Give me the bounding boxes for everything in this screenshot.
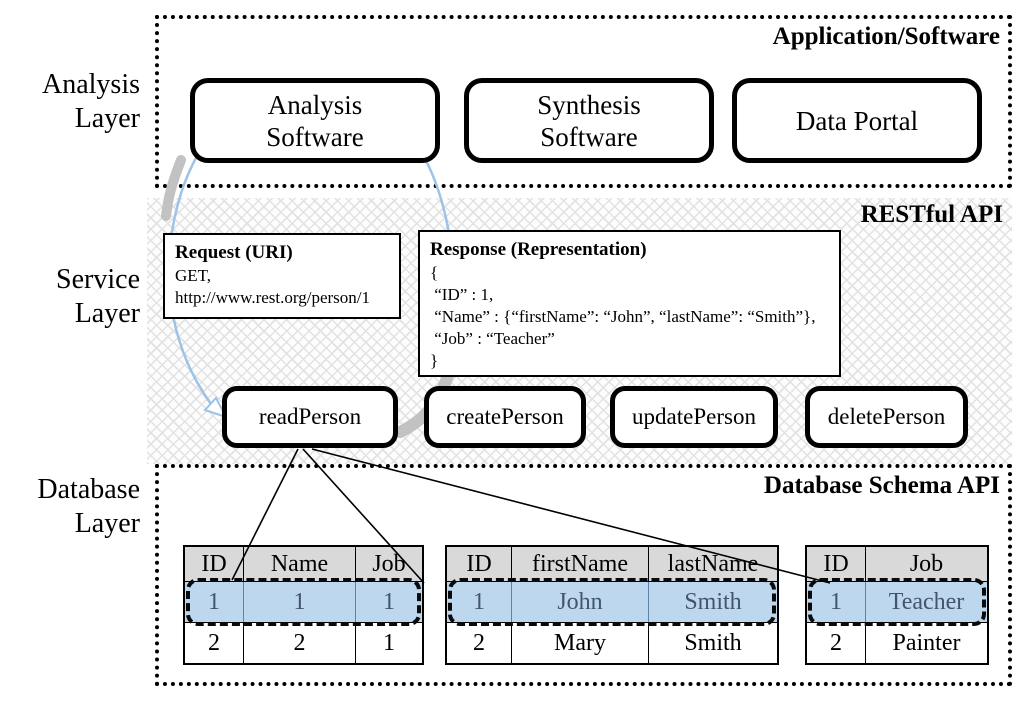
table-header-row: ID Job: [807, 547, 987, 581]
table-row-highlighted: 1 John Smith: [447, 578, 777, 626]
job-table: ID Job 1 Teacher 2 Painter: [805, 545, 989, 665]
table-cell: 1: [355, 623, 422, 663]
table-cell: 2: [208, 629, 220, 656]
read-person-box: readPerson: [222, 386, 398, 448]
column-header: Job: [355, 547, 422, 581]
table-cell: Smith: [648, 582, 777, 622]
table-header-row: ID firstName lastName: [447, 547, 777, 581]
table-row-highlighted: 1 Teacher: [807, 578, 987, 626]
database-frame-title: Database Schema API: [763, 472, 1000, 499]
column-header: ID: [807, 547, 865, 581]
analysis-software-label-line2: Software: [266, 121, 364, 152]
column-header: ID: [185, 547, 243, 581]
update-person-box: updatePerson: [610, 386, 778, 448]
table-row: 2 Painter: [807, 622, 987, 663]
table-cell: Smith: [648, 623, 777, 663]
column-header: Job: [865, 547, 987, 581]
restful-api-title: RESTful API: [860, 201, 1003, 228]
table-header-row: ID Name Job: [185, 547, 422, 581]
person-table: ID Name Job 1 1 1 2 2 1: [183, 545, 424, 665]
delete-person-label: deletePerson: [827, 404, 946, 429]
data-portal-box: Data Portal: [732, 78, 982, 163]
analysis-software-box: Analysis Software: [190, 78, 440, 163]
column-header: Name: [243, 547, 355, 581]
column-header: firstName: [511, 547, 648, 581]
analysis-layer-label: Analysis Layer: [42, 69, 140, 134]
request-method: GET,: [175, 266, 212, 285]
response-json-line: “Job” : “Teacher”: [430, 329, 555, 348]
column-header: lastName: [648, 547, 777, 581]
request-uri-box: Request (URI) GET, http://www.rest.org/p…: [163, 233, 401, 319]
response-json-line: “ID” : 1,: [430, 285, 494, 304]
response-json-line: “Name” : {“firstName”: “John”, “lastName…: [430, 307, 816, 326]
synthesis-software-box: Synthesis Software: [464, 78, 714, 163]
table-cell: 1: [807, 582, 865, 622]
response-json-line: }: [430, 351, 439, 370]
read-person-label: readPerson: [258, 404, 362, 429]
response-representation-box: Response (Representation) { “ID” : 1, “N…: [418, 230, 841, 377]
synthesis-software-label-line2: Software: [540, 121, 638, 152]
data-portal-label-line1: Data Portal: [795, 105, 919, 136]
analysis-software-label-line1: Analysis: [267, 89, 363, 120]
application-frame-title: Application/Software: [772, 23, 1000, 50]
request-url: http://www.rest.org/person/1: [175, 288, 371, 307]
service-layer-label: Service Layer: [56, 264, 140, 329]
table-cell: John: [511, 582, 648, 622]
update-person-label: updatePerson: [632, 404, 756, 429]
table-cell: 1: [243, 582, 355, 622]
table-cell: 2: [243, 623, 355, 663]
table-row: 2 Mary Smith: [447, 622, 777, 663]
table-row: 2 2 1: [185, 622, 422, 663]
create-person-box: createPerson: [424, 386, 586, 448]
table-cell: Painter: [865, 623, 987, 663]
table-row-highlighted: 1 1 1: [185, 578, 422, 626]
table-cell: 2: [473, 629, 485, 656]
column-header: ID: [447, 547, 511, 581]
synthesis-software-label-line1: Synthesis: [537, 89, 641, 120]
table-cell: 1: [185, 582, 243, 622]
table-cell: 1: [447, 582, 511, 622]
response-title: Response (Representation): [430, 239, 647, 260]
delete-person-box: deletePerson: [805, 386, 968, 448]
table-cell: Teacher: [865, 582, 987, 622]
request-title: Request (URI): [175, 242, 293, 263]
name-table: ID firstName lastName 1 John Smith 2 Mar…: [445, 545, 779, 665]
create-person-label: createPerson: [446, 404, 564, 429]
table-cell: Mary: [511, 623, 648, 663]
table-cell: 1: [355, 582, 422, 622]
database-layer-label: Database Layer: [37, 474, 140, 539]
response-json-line: {: [430, 263, 439, 282]
application-layer-frame: Application/Software: [155, 15, 1012, 188]
table-cell: 2: [830, 629, 842, 656]
